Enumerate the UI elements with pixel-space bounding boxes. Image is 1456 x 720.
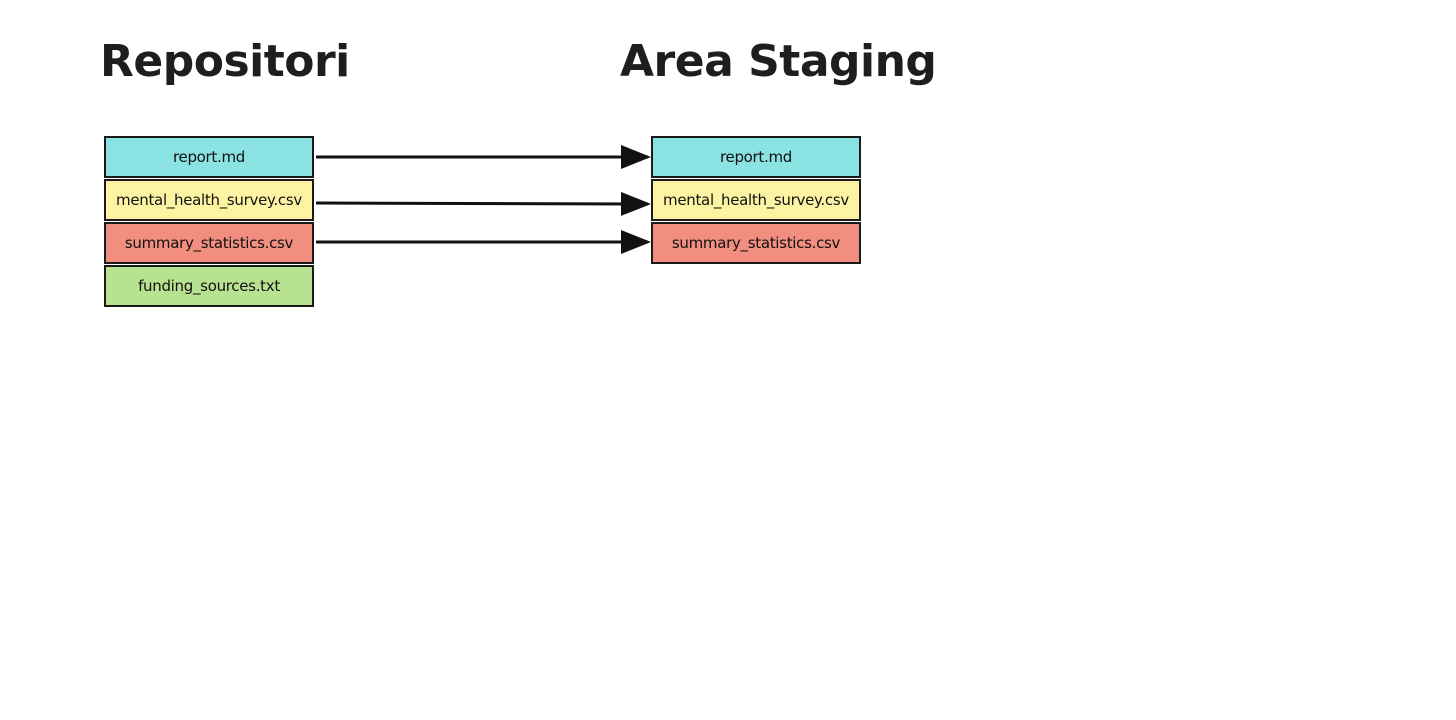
staging-file-report-md: report.md bbox=[651, 136, 861, 178]
arrow-mental-health-survey bbox=[315, 191, 651, 216]
staging-file-list: report.md mental_health_survey.csv summa… bbox=[651, 136, 861, 265]
repository-file-mental-health-survey: mental_health_survey.csv bbox=[104, 179, 314, 221]
repository-file-summary-statistics: summary_statistics.csv bbox=[104, 222, 314, 264]
repository-heading: Repositori bbox=[100, 36, 350, 87]
repository-file-report-md: report.md bbox=[104, 136, 314, 178]
staging-file-mental-health-survey: mental_health_survey.csv bbox=[651, 179, 861, 221]
repository-file-funding-sources: funding_sources.txt bbox=[104, 265, 314, 307]
repository-file-list: report.md mental_health_survey.csv summa… bbox=[104, 136, 314, 308]
staging-file-summary-statistics: summary_statistics.csv bbox=[651, 222, 861, 264]
staging-area-heading: Area Staging bbox=[620, 36, 937, 87]
